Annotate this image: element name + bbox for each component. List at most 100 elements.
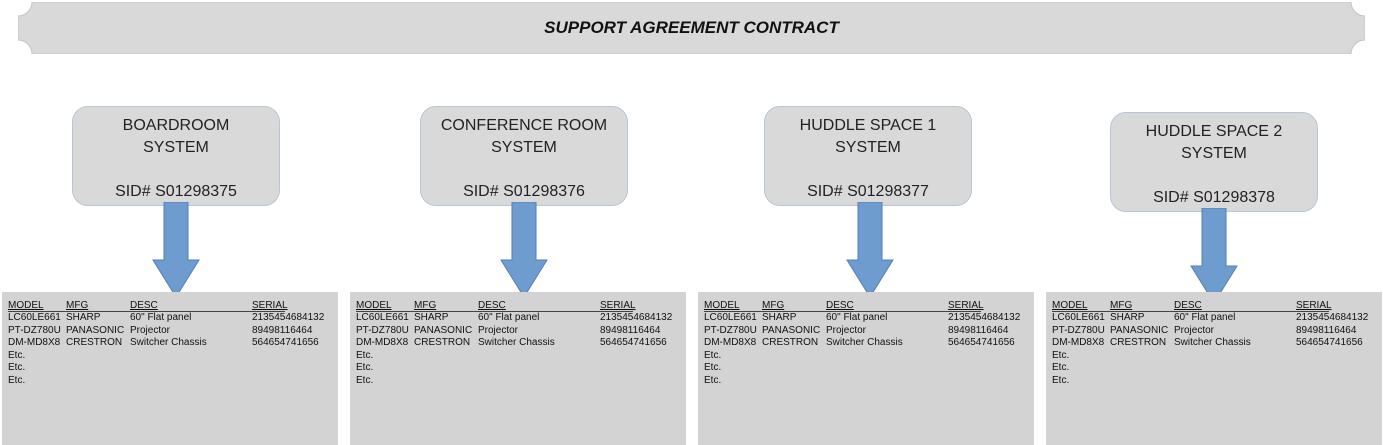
col-header-model: MODEL [1052, 300, 1088, 311]
cell-mfg: SHARP [1110, 312, 1145, 323]
cell-model: LC60LE661 [1052, 312, 1105, 323]
cell-model: Etc. [1052, 374, 1070, 386]
system-box-huddle-space-2: HUDDLE SPACE 2 SYSTEM SID# S01298378 [1110, 112, 1318, 212]
col-header-mfg: MFG [66, 300, 89, 311]
table-row: Etc. [8, 375, 332, 388]
cell-serial: 89498116464 [948, 324, 1009, 336]
cell-mfg: SHARP [414, 312, 449, 323]
cell-model: Etc. [356, 349, 374, 361]
table-row: DM-MD8X8 CRESTRON Switcher Chassis 56465474… [1052, 337, 1376, 350]
system-id: SID# S01298376 [463, 183, 585, 200]
col-header-desc: DESC [130, 300, 158, 311]
cell-model: DM-MD8X8 [1052, 337, 1105, 348]
col-header-desc: DESC [1174, 300, 1202, 311]
col-header-serial: SERIAL [1296, 300, 1332, 311]
cell-model: PT-DZ780U [1052, 324, 1105, 336]
table-row: Etc. [8, 350, 332, 363]
table-row: Etc. [356, 375, 680, 388]
cell-desc: 60" Flat panel [1174, 312, 1236, 323]
table-row: Etc. [356, 350, 680, 363]
col-header-serial: SERIAL [252, 300, 288, 311]
col-header-model: MODEL [704, 300, 740, 311]
cell-desc: Switcher Chassis [478, 337, 555, 348]
system-id: SID# S01298375 [115, 183, 237, 200]
system-name: BOARDROOM [122, 117, 230, 134]
system-label: SYSTEM [835, 139, 901, 156]
col-header-mfg: MFG [762, 300, 785, 311]
cell-serial: 2135454684132 [948, 312, 1021, 323]
table-row: LC60LE661 SHARP 60" Flat panel 213545468413… [1052, 312, 1376, 325]
table-row: Etc. [1052, 362, 1376, 375]
header-divider [1052, 311, 1329, 312]
col-header-serial: SERIAL [948, 300, 984, 311]
cell-model: LC60LE661 [356, 312, 409, 323]
cell-model: PT-DZ780U [704, 324, 757, 336]
equipment-panel-boardroom: MODEL MFG DESC SERIAL LC60LE661 SHARP 60" … [2, 292, 338, 445]
cell-mfg: SHARP [762, 312, 797, 323]
table-row: Etc. [8, 362, 332, 375]
table-row: Etc. [704, 375, 1028, 388]
cell-serial: 2135454684132 [1296, 312, 1369, 323]
cell-mfg: CRESTRON [762, 337, 819, 348]
cell-desc: Projector [1174, 324, 1215, 336]
table-row: Etc. [1052, 375, 1376, 388]
cell-desc: Switcher Chassis [1174, 337, 1251, 348]
table-row: Etc. [1052, 350, 1376, 363]
system-name: CONFERENCE ROOM [440, 117, 608, 134]
header-divider [8, 311, 285, 312]
cell-serial: 2135454684132 [252, 312, 325, 323]
system-id: SID# S01298378 [1153, 189, 1275, 206]
cell-mfg: PANASONIC [414, 324, 473, 336]
system-box-conference-room: CONFERENCE ROOM SYSTEM SID# S01298376 [420, 106, 628, 206]
col-header-model: MODEL [8, 300, 44, 311]
down-arrow-icon [1190, 208, 1238, 304]
system-box-huddle-space-1: HUDDLE SPACE 1 SYSTEM SID# S01298377 [764, 106, 972, 206]
system-label: SYSTEM [1181, 145, 1247, 162]
col-header-desc: DESC [826, 300, 854, 311]
cell-model: Etc. [704, 362, 722, 373]
table-row: LC60LE661 SHARP 60" Flat panel 213545468413… [8, 312, 332, 325]
cell-serial: 89498116464 [252, 324, 313, 336]
cell-mfg: SHARP [66, 312, 101, 323]
col-header-model: MODEL [356, 300, 392, 311]
cell-desc: 60" Flat panel [130, 312, 192, 323]
cell-mfg: CRESTRON [1110, 337, 1167, 348]
cell-desc: 60" Flat panel [826, 312, 888, 323]
contract-banner: SUPPORT AGREEMENT CONTRACT [18, 2, 1365, 54]
cell-model: Etc. [8, 362, 26, 373]
cell-model: LC60LE661 [8, 312, 61, 323]
system-box-boardroom: BOARDROOM SYSTEM SID# S01298375 [72, 106, 280, 206]
cell-model: Etc. [356, 374, 374, 386]
cell-model: PT-DZ780U [356, 324, 409, 336]
cell-model: PT-DZ780U [8, 324, 61, 336]
cell-desc: Projector [130, 324, 171, 336]
cell-serial: 564654741656 [1296, 337, 1363, 348]
cell-model: Etc. [8, 349, 26, 361]
header-divider [704, 311, 981, 312]
cell-model: Etc. [1052, 362, 1070, 373]
cell-serial: 564654741656 [252, 337, 319, 348]
down-arrow-icon [152, 202, 200, 298]
cell-mfg: CRESTRON [66, 337, 123, 348]
header-divider [356, 311, 633, 312]
down-arrow-icon [500, 202, 548, 298]
system-name: HUDDLE SPACE 2 [1145, 123, 1283, 140]
cell-model: DM-MD8X8 [8, 337, 61, 348]
cell-mfg: PANASONIC [1110, 324, 1169, 336]
table-row: Etc. [356, 362, 680, 375]
cell-serial: 564654741656 [948, 337, 1015, 348]
cell-desc: Switcher Chassis [130, 337, 207, 348]
table-row: Etc. [704, 362, 1028, 375]
cell-model: Etc. [704, 374, 722, 386]
down-arrow-icon [846, 202, 894, 298]
